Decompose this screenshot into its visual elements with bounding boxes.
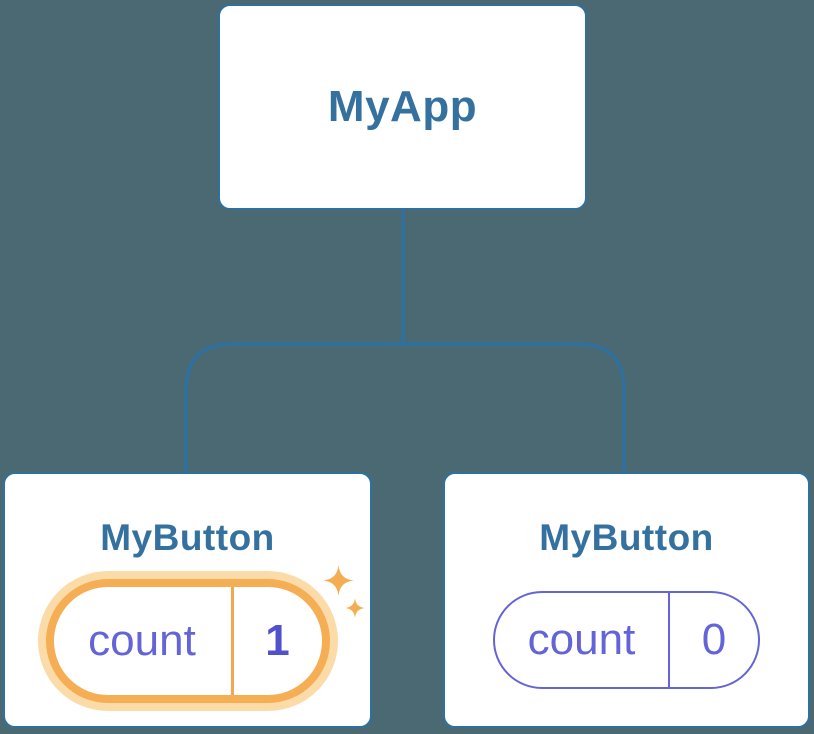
tree-node-label: MyApp — [327, 82, 478, 131]
state-value: 1 — [265, 616, 290, 665]
state-divider — [668, 593, 670, 687]
sparkle-icon — [323, 565, 354, 596]
state-key-label: count — [88, 616, 196, 665]
state-divider — [230, 587, 234, 695]
tree-node-child-right: MyButton count 0 — [443, 472, 810, 728]
tree-node-label: MyButton — [100, 517, 275, 558]
tree-node-root: MyApp — [218, 4, 587, 210]
tree-node-child-left: MyButton count 1 — [3, 472, 372, 728]
tree-node-label: MyButton — [539, 517, 714, 558]
state-badge: count 0 — [493, 591, 760, 689]
connector-branch-fork — [184, 342, 626, 474]
sparkle-icon — [345, 598, 365, 618]
state-badge-highlighted: count 1 — [45, 579, 330, 703]
state-value: 0 — [701, 615, 727, 664]
state-key-label: count — [527, 615, 636, 664]
